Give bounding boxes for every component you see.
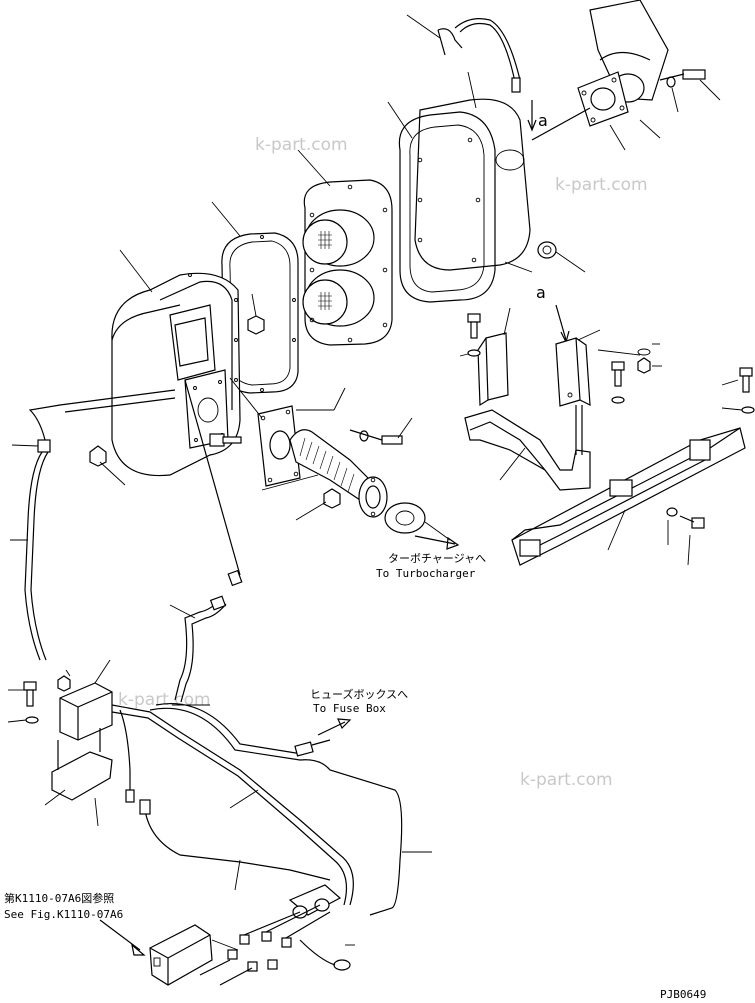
rear-housing: [398, 98, 531, 303]
drain-plug-icon: [89, 445, 107, 467]
flange-plate: [577, 71, 629, 127]
nut-icon: [57, 675, 71, 692]
fuse-label-en: To Fuse Box: [313, 702, 386, 715]
pressure-hose: [437, 18, 521, 93]
bolt-icon: [659, 69, 706, 88]
bolt-icon: [611, 361, 625, 404]
flexible-pipe: [289, 429, 388, 518]
fuse-connector: [294, 739, 331, 757]
relay-bracket: [51, 728, 113, 801]
air-cleaner-body: [111, 272, 241, 477]
filter-cover: [302, 179, 393, 346]
turbo-label-en: To Turbocharger: [376, 567, 476, 580]
bolt-icon: [209, 433, 242, 447]
bracket-right: [555, 337, 591, 407]
ref-label-ja: 第K1110-07A6図参照: [4, 891, 114, 905]
connector-cluster: [199, 884, 351, 986]
sensor-wire-left: [24, 389, 176, 661]
bracket-left: [477, 332, 509, 407]
crossmember: [511, 427, 746, 566]
plug-icon: [537, 241, 557, 259]
watermark: k-part.com: [118, 690, 211, 710]
bolt-icon: [666, 507, 705, 529]
nut-icon: [247, 315, 265, 335]
turbo-label-ja: ターボチャージャへ: [388, 552, 486, 565]
controller-box: [149, 924, 213, 986]
bolt-icon: [349, 429, 403, 445]
bolt-icon: [23, 681, 39, 724]
ref-label-en: See Fig.K1110-07A6: [4, 908, 123, 921]
bolt-icon: [739, 367, 755, 414]
relay-box: [59, 682, 113, 741]
wiring-harness: [111, 379, 403, 916]
fuse-label-ja: ヒューズボックスへ: [310, 687, 408, 701]
nut-icon: [323, 488, 341, 509]
drawing-number: PJB0649: [660, 988, 706, 1001]
pipe-gasket: [384, 502, 426, 534]
watermark: k-part.com: [520, 770, 613, 790]
callout-a: a: [538, 111, 548, 130]
nut-icon: [637, 348, 651, 374]
watermark: k-part.com: [255, 135, 348, 155]
callout-a: a: [536, 283, 546, 302]
bolt-icon: [467, 313, 481, 357]
support-strap: [464, 409, 591, 491]
watermark: k-part.com: [555, 175, 648, 195]
pipe-flange-plate: [257, 405, 301, 487]
